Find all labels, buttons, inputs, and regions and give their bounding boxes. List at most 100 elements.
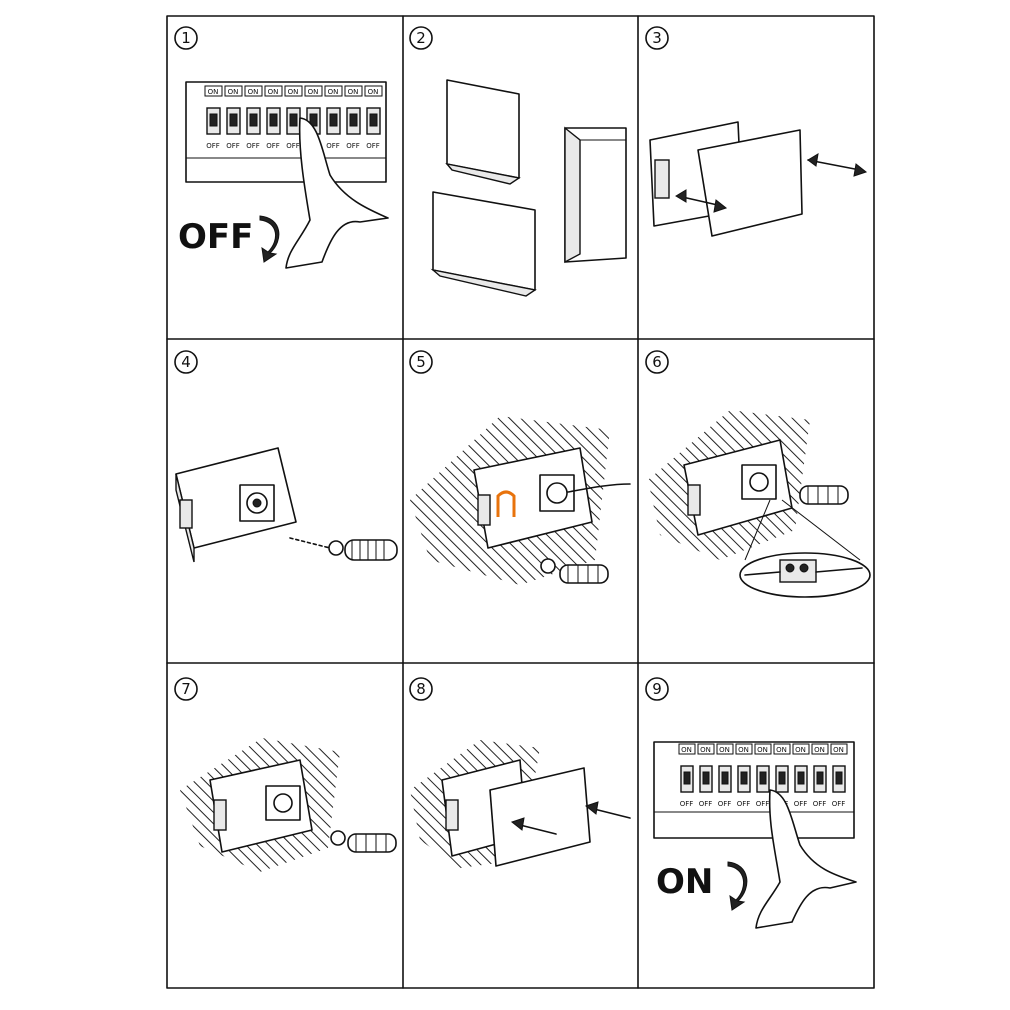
step-badge-3: 3 [645, 26, 669, 50]
cable-icon [567, 483, 631, 493]
on-label: ON [757, 746, 768, 754]
off-label: OFF [326, 142, 340, 150]
breaker-switch: ON OFF [811, 743, 829, 808]
svg-text:6: 6 [652, 353, 662, 371]
arrow-left-icon [584, 801, 631, 819]
svg-text:5: 5 [416, 353, 426, 371]
breaker-switches: ON OFF ON OFF ON OFF ON OFF ON OFF ON OFF ON OFF ON OFF… [678, 743, 848, 808]
panel-5-wall-mount [410, 416, 631, 585]
breaker-switches: ON OFF ON OFF ON OFF ON OFF ON OFF ON OFF ON OFF ON OFF… [204, 85, 383, 150]
off-label: OFF [794, 800, 808, 808]
svg-text:1: 1 [181, 29, 191, 47]
step-badge-5: 5 [409, 350, 433, 374]
breaker-switch: ON OFF [792, 743, 810, 808]
off-label: OFF [366, 142, 380, 150]
on-label: ON [348, 88, 359, 96]
hand-icon [755, 789, 857, 929]
panel-7-fasten [180, 738, 397, 872]
off-label: OFF [756, 800, 770, 808]
arrow-left-icon [510, 817, 557, 835]
step-badge-8: 8 [409, 677, 433, 701]
screw-icon [559, 564, 609, 584]
panel-1-breaker-off: ON OFF ON OFF ON OFF ON OFF ON OFF ON OFF ON OFF ON OFF… [178, 81, 389, 269]
svg-text:9: 9 [652, 680, 662, 698]
svg-text:3: 3 [652, 29, 662, 47]
on-label: ON [681, 746, 692, 754]
terminal-block [779, 559, 817, 583]
off-label: OFF [699, 800, 713, 808]
on-label: ON [368, 88, 379, 96]
svg-text:2: 2 [416, 29, 426, 47]
breaker-switch: ON OFF [264, 85, 283, 150]
on-label: ON [208, 88, 219, 96]
cover-part-right [564, 126, 627, 264]
double-arrow-icon [807, 153, 868, 177]
on-label: ON [738, 746, 749, 754]
breaker-switch: ON OFF [735, 743, 753, 808]
svg-text:7: 7 [181, 680, 191, 698]
on-label: ON [308, 88, 319, 96]
off-label: OFF [680, 800, 694, 808]
panel-3-remove-cover [649, 121, 868, 237]
panel-8-attach-cover [410, 740, 631, 868]
on-label: ON [288, 88, 299, 96]
off-label: OFF [346, 142, 360, 150]
cover-part-left [430, 191, 537, 297]
step-badge-7: 7 [174, 677, 198, 701]
breaker-switch: ON OFF [697, 743, 715, 808]
screw-icon [344, 539, 398, 561]
breaker-switch: ON OFF [678, 743, 696, 808]
step-badge-6: 6 [645, 350, 669, 374]
breaker-switch: ON OFF [324, 85, 343, 150]
off-label: OFF [286, 142, 300, 150]
on-label: ON [328, 88, 339, 96]
panel-9-breaker-on: ON OFF ON OFF ON OFF ON OFF ON OFF ON OFF ON OFF ON OFF… [653, 741, 857, 929]
panel-4-base-plate [175, 447, 398, 563]
panel-grid [166, 15, 875, 989]
cover-part-top [445, 79, 521, 185]
off-label: OFF [246, 142, 260, 150]
on-label: ON [700, 746, 711, 754]
svg-text:8: 8 [416, 680, 426, 698]
breaker-switch: ON OFF [344, 85, 363, 150]
step-numbers: 1 2 3 4 5 6 7 8 9 [174, 26, 669, 701]
svg-text:4: 4 [181, 353, 191, 371]
step-badge-1: 1 [174, 26, 198, 50]
on-label: ON [814, 746, 825, 754]
off-label: OFF [813, 800, 827, 808]
orange-wire-marker [496, 490, 516, 517]
breaker-switch: ON OFF [364, 85, 383, 150]
breaker-switch: ON OFF [204, 85, 223, 150]
hand-icon [285, 117, 389, 269]
off-label: OFF [206, 142, 220, 150]
arrow-down-icon [259, 215, 280, 263]
on-caption: ON [656, 862, 713, 902]
off-label: OFF [226, 142, 240, 150]
on-label: ON [719, 746, 730, 754]
on-label: ON [268, 88, 279, 96]
double-arrow-icon [675, 189, 728, 213]
arrow-up-icon [727, 861, 748, 911]
breaker-switch: ON OFF [754, 743, 772, 808]
off-label: OFF [266, 142, 280, 150]
breaker-switch: ON OFF [244, 85, 263, 150]
on-label: ON [248, 88, 259, 96]
off-label: OFF [718, 800, 732, 808]
step-badge-4: 4 [174, 350, 198, 374]
breaker-switch: ON OFF [830, 743, 848, 808]
panel-6-wiring [648, 410, 871, 598]
screw-icon [799, 485, 849, 505]
on-label: ON [795, 746, 806, 754]
off-caption: OFF [178, 217, 253, 257]
step-badge-9: 9 [645, 677, 669, 701]
on-label: ON [776, 746, 787, 754]
off-label: OFF [832, 800, 846, 808]
panel-2-housing-parts [430, 79, 627, 297]
off-label: OFF [737, 800, 751, 808]
step-badge-2: 2 [409, 26, 433, 50]
on-label: ON [833, 746, 844, 754]
screw-icon [347, 833, 397, 853]
